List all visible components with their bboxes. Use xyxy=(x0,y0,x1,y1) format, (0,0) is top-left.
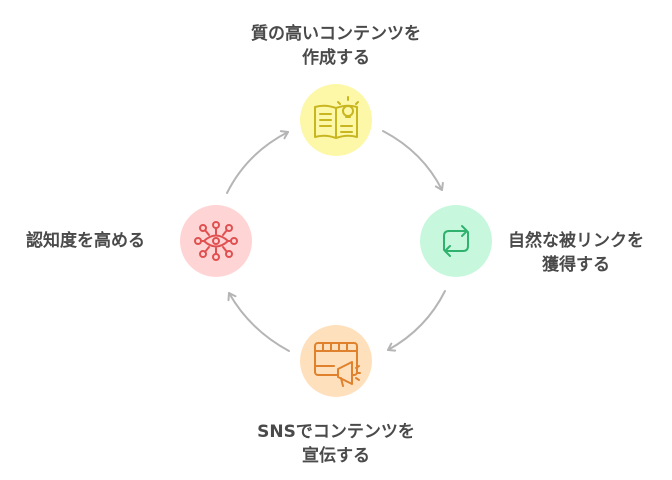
cycle-arrow-links-to-sns xyxy=(387,290,446,352)
cycle-arrow-awareness-to-create xyxy=(226,130,289,194)
step-promote-sns-circle xyxy=(300,325,372,397)
cycle-arrow-sns-to-awareness xyxy=(227,292,290,352)
eye-network-icon xyxy=(194,221,238,261)
step-promote-sns-label: SNSでコンテンツを 宣伝する xyxy=(186,420,486,468)
step-create-content-label: 質の高いコンテンツを 作成する xyxy=(186,22,486,70)
step-raise-awareness-circle xyxy=(180,205,252,277)
step-raise-awareness-label: 認知度を高める xyxy=(26,229,145,253)
step-raise-awareness-node xyxy=(180,205,252,277)
step-raise-awareness-line-1: 認知度を高める xyxy=(26,231,145,251)
step-promote-sns-line-2: 宣伝する xyxy=(302,446,370,466)
step-create-content-line-1: 質の高いコンテンツを xyxy=(251,24,421,44)
book-lightbulb-icon xyxy=(314,96,359,139)
step-earn-backlinks-circle xyxy=(420,205,492,277)
step-earn-backlinks-line-1: 自然な被リンクを xyxy=(508,231,644,251)
video-megaphone-icon xyxy=(314,342,361,387)
cycle-arrow-create-to-links xyxy=(382,130,444,191)
step-earn-backlinks-line-2: 獲得する xyxy=(542,255,610,275)
step-earn-backlinks-node xyxy=(420,205,492,277)
refresh-arrows-icon xyxy=(443,225,469,257)
step-promote-sns-node xyxy=(300,325,372,397)
step-create-content-node xyxy=(300,84,372,156)
step-earn-backlinks-label: 自然な被リンクを 獲得する xyxy=(508,229,644,277)
step-promote-sns-line-1: SNSでコンテンツを xyxy=(257,422,415,442)
step-create-content-line-2: 作成する xyxy=(302,48,370,68)
